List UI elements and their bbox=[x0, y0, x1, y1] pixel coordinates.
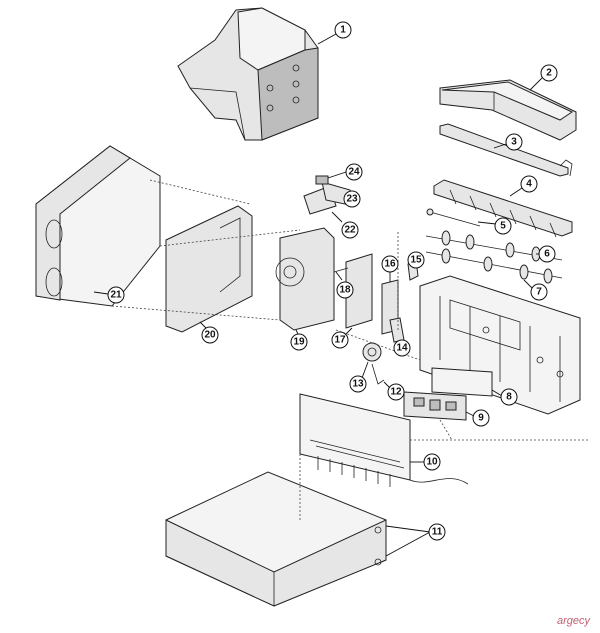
callout-19: 19 bbox=[293, 337, 305, 348]
part-4-comb-guide bbox=[433, 179, 573, 238]
callout-2: 2 bbox=[546, 68, 552, 79]
callout-17: 17 bbox=[334, 335, 346, 346]
watermark-text: argecy bbox=[556, 615, 590, 627]
part-20-side-panel bbox=[165, 205, 253, 333]
part-13-gear bbox=[362, 342, 382, 362]
part-8-plate bbox=[431, 367, 493, 397]
callout-7: 7 bbox=[536, 287, 542, 298]
part-14-arm bbox=[389, 317, 405, 343]
part-1-exit-cover bbox=[177, 7, 319, 141]
callout-12: 12 bbox=[390, 387, 402, 398]
part-7-roller-shaft bbox=[425, 248, 563, 284]
part-9-circuit-board bbox=[403, 391, 467, 421]
alignment-lines bbox=[111, 179, 590, 520]
callout-3: 3 bbox=[511, 137, 517, 148]
part-21-side-cover bbox=[35, 145, 161, 307]
callout-8: 8 bbox=[506, 392, 512, 403]
callout-13: 13 bbox=[352, 379, 364, 390]
part-6-roller-shaft bbox=[425, 230, 563, 262]
callout-18: 18 bbox=[339, 285, 351, 296]
callout-10: 10 bbox=[426, 457, 438, 468]
callout-20: 20 bbox=[204, 330, 216, 341]
part-11-paper-tray bbox=[165, 471, 387, 607]
part-17-plate bbox=[345, 253, 373, 329]
callout-22: 22 bbox=[344, 225, 356, 236]
part-5-roller bbox=[426, 208, 481, 227]
callouts: 1 2 3 4 5 6 7 8 9 10 11 12 bbox=[93, 21, 558, 557]
callout-14: 14 bbox=[396, 343, 408, 354]
callout-1: 1 bbox=[340, 25, 346, 36]
callout-9: 9 bbox=[478, 413, 484, 424]
callout-6: 6 bbox=[544, 249, 550, 260]
part-19-gear-bracket bbox=[275, 227, 335, 331]
callout-15: 15 bbox=[410, 255, 422, 266]
part-2-top-bar bbox=[439, 79, 577, 141]
part-24-connector bbox=[315, 175, 329, 185]
part-12-spring bbox=[371, 363, 385, 385]
callout-16: 16 bbox=[384, 259, 396, 270]
callout-11: 11 bbox=[432, 527, 443, 538]
callout-4: 4 bbox=[526, 179, 532, 190]
part-3-bracket bbox=[439, 123, 573, 177]
callout-23: 23 bbox=[346, 194, 358, 205]
part-18-pin bbox=[333, 267, 349, 273]
callout-5: 5 bbox=[500, 221, 506, 232]
callout-24: 24 bbox=[348, 167, 360, 178]
part-10-rear-panel bbox=[299, 393, 469, 487]
callout-21: 21 bbox=[110, 290, 122, 301]
